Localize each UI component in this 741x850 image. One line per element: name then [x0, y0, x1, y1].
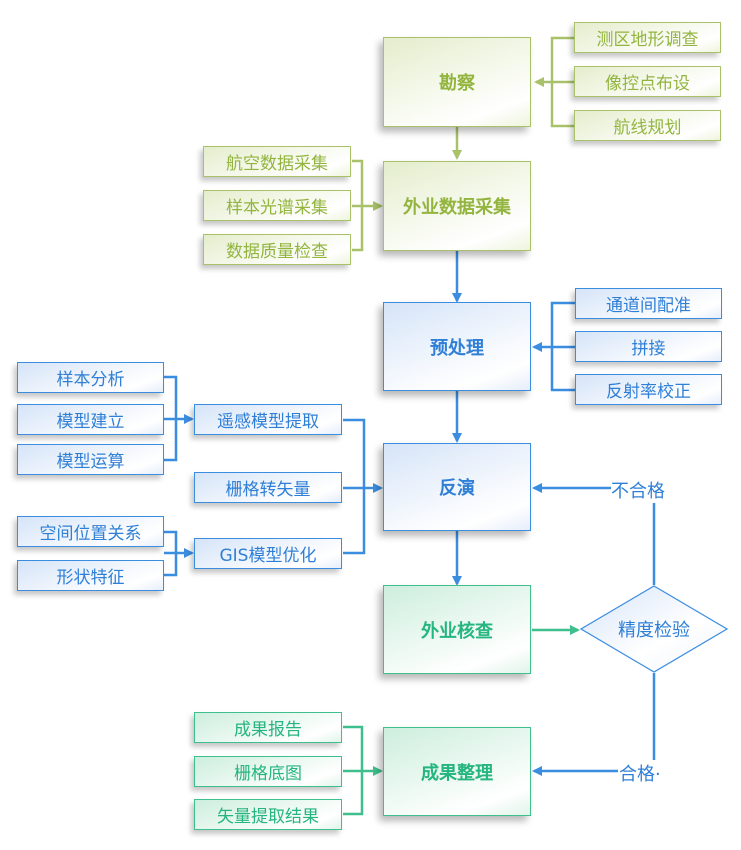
node-inversion-label: 反演 — [439, 478, 475, 499]
model-input-item: 模型建立 — [17, 404, 164, 435]
node-inversion: 反演 — [383, 443, 531, 531]
node-accuracy-check — [580, 585, 728, 673]
gis-input-item: 形状特征 — [17, 560, 164, 591]
node-survey: 勘察 — [383, 37, 531, 127]
collection-input-item: 航空数据采集 — [203, 146, 351, 177]
survey-input-item: 航线规划 — [574, 110, 721, 141]
node-field-collection-label: 外业数据采集 — [403, 197, 511, 218]
node-preprocessing-label: 预处理 — [430, 337, 484, 359]
model-input-item: 模型运算 — [17, 444, 164, 475]
preprocessing-input-item: 拼接 — [575, 331, 722, 362]
survey-input-item: 像控点布设 — [574, 66, 721, 97]
model-inputs-connector — [164, 375, 178, 462]
inversion-input-item: GIS模型优化 — [194, 538, 342, 569]
result-input-item: 成果报告 — [194, 712, 342, 743]
result-input-item: 栅格底图 — [194, 756, 342, 787]
inversion-input-item: 遥感模型提取 — [194, 404, 342, 435]
edge-label-fail: 不合格 — [611, 477, 665, 503]
gis-input-item: 空间位置关系 — [17, 516, 164, 547]
node-field-collection: 外业数据采集 — [383, 161, 531, 251]
edge-label-pass: 合格· — [619, 760, 661, 786]
collection-input-item: 数据质量检查 — [203, 234, 351, 265]
survey-inputs-connector — [550, 36, 574, 128]
collection-inputs-connector — [352, 159, 364, 252]
preprocessing-inputs-connector — [550, 301, 575, 392]
model-input-item: 样本分析 — [17, 362, 164, 393]
result-input-item: 矢量提取结果 — [194, 799, 342, 830]
node-result-organize-label: 成果整理 — [421, 762, 493, 784]
inversion-input-item: 栅格转矢量 — [194, 472, 342, 503]
inversion-inputs-connector — [343, 418, 366, 555]
collection-input-item: 样本光谱采集 — [203, 190, 351, 221]
node-field-check: 外业核查 — [383, 585, 531, 674]
node-field-check-label: 外业核查 — [421, 620, 493, 642]
preprocessing-input-item: 反射率校正 — [575, 374, 722, 405]
node-accuracy-check-label: 精度检验 — [618, 620, 690, 641]
result-inputs-connector — [343, 725, 364, 816]
node-result-organize: 成果整理 — [383, 727, 531, 816]
node-preprocessing: 预处理 — [383, 302, 531, 391]
survey-input-item: 测区地形调查 — [574, 22, 721, 53]
gis-inputs-connector — [164, 530, 178, 577]
node-survey-label: 勘察 — [439, 73, 475, 94]
preprocessing-input-item: 通道间配准 — [575, 288, 722, 319]
